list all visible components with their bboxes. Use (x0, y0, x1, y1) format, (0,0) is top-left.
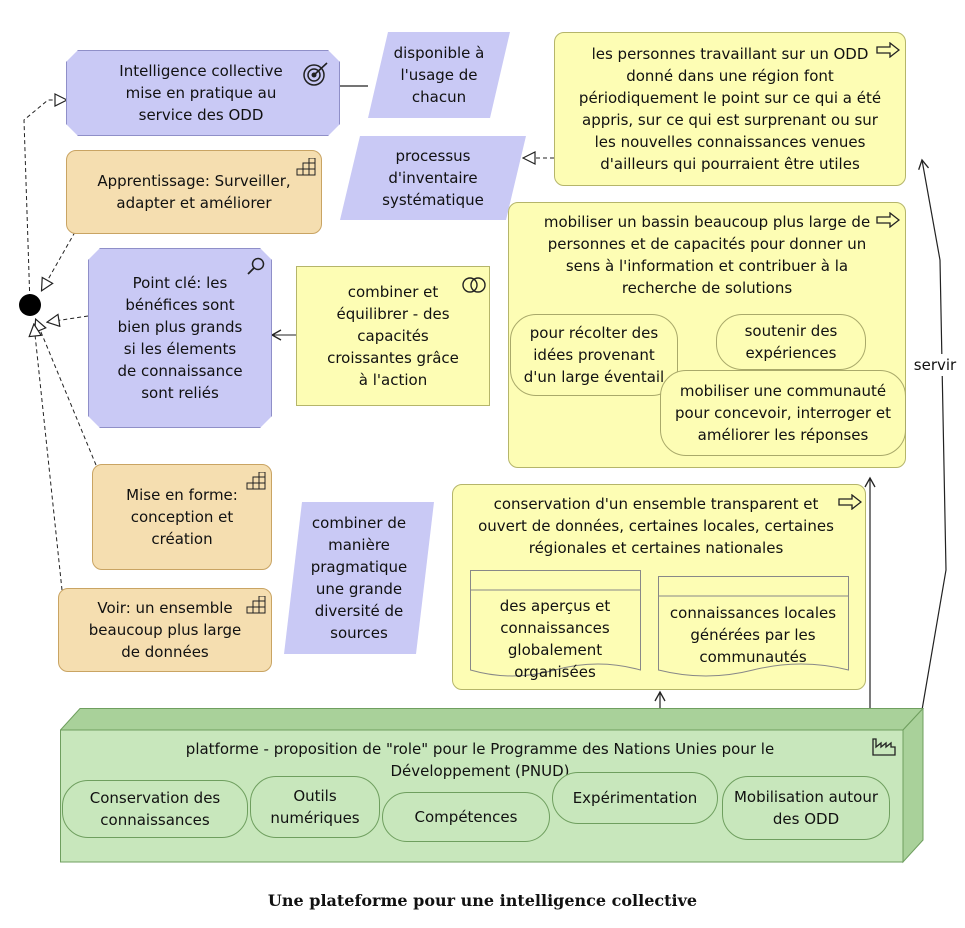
outcome-inventory: processus d'inventaire systématique (340, 136, 526, 220)
figure-caption: Une plateforme pour une intelligence col… (267, 891, 698, 910)
service-experimentation-label: Expérimentation (572, 789, 698, 807)
capability-see-label: Voir: un ensemble beaucoup plus large de… (88, 599, 242, 661)
realization-shaping (36, 320, 97, 466)
platform-label: platforme - proposition de "role" pour l… (130, 738, 830, 782)
process-arrow-icon (838, 494, 862, 510)
realization-to-goal (23, 100, 66, 306)
document-global-insights: des aperçus et connaissances globalement… (472, 592, 638, 686)
process-mobilise-label: mobiliser un bassin beaucoup plus large … (543, 213, 871, 297)
document-local-knowledge: connaissances locales générées par les c… (660, 598, 846, 672)
outcome-inventory-label: processus d'inventaire systématique (382, 147, 484, 209)
realization-principle (48, 316, 89, 322)
outcome-available-label: disponible à l'usage de chacun (393, 44, 485, 106)
service-knowledge-conservation-label: Conservation des connaissances (89, 789, 221, 829)
magnifier-icon (247, 257, 265, 275)
factory-icon (872, 738, 896, 756)
goal-label: Intelligence collective mise en pratique… (119, 62, 283, 124)
document-global-insights-label: des aperçus et connaissances globalement… (499, 597, 611, 681)
capability-icon (246, 472, 266, 490)
realization-learning (42, 231, 76, 290)
document-local-knowledge-label: connaissances locales générées par les c… (669, 604, 837, 666)
platform-label-text: platforme - proposition de "role" pour l… (185, 740, 775, 780)
service-digital-tools: Outils numériques (250, 776, 380, 838)
goal-collective-intelligence: Intelligence collective mise en pratique… (66, 50, 340, 136)
service-sdg-mobilisation-label: Mobilisation autour des ODD (733, 788, 879, 828)
outcome-pragmatic-label: combiner de manière pragmatique une gran… (310, 514, 408, 642)
outcome-available: disponible à l'usage de chacun (368, 32, 510, 118)
principle-key-point: Point clé: les bénéfices sont bien plus … (88, 248, 272, 428)
service-experimentation: Expérimentation (552, 772, 718, 824)
process-conservation-label: conservation d'un ensemble transparent e… (478, 495, 834, 557)
combine-balance-interaction: combiner et équilibrer - des capacités c… (296, 266, 490, 406)
capability-see: Voir: un ensemble beaucoup plus large de… (58, 588, 272, 672)
service-support-experiments: soutenir des expériences (716, 314, 866, 370)
capability-icon (246, 596, 266, 614)
combine-balance-label: combiner et équilibrer - des capacités c… (327, 283, 459, 389)
process-people-label: les personnes travaillant sur un ODD don… (578, 45, 882, 173)
serving-platform-people (918, 158, 947, 711)
capability-shaping-label: Mise en forme: conception et création (126, 486, 238, 548)
service-harvest-ideas: pour récolter des idées provenant d'un l… (510, 314, 678, 396)
realization-see (34, 325, 63, 591)
interaction-icon (462, 277, 486, 293)
service-skills: Compétences (382, 792, 550, 842)
service-support-experiments-label: soutenir des expériences (744, 322, 838, 362)
service-harvest-ideas-label: pour récolter des idées provenant d'un l… (523, 324, 665, 386)
junction (19, 294, 41, 316)
capability-learning: Apprentissage: Surveiller, adapter et am… (66, 150, 322, 234)
capability-icon (296, 158, 316, 176)
service-digital-tools-label: Outils numériques (270, 787, 360, 827)
process-arrow-icon (876, 212, 900, 228)
target-icon (303, 62, 328, 86)
capability-shaping: Mise en forme: conception et création (92, 464, 272, 570)
process-people-review: les personnes travaillant sur un ODD don… (554, 32, 906, 186)
document-shapes (470, 570, 849, 677)
service-knowledge-conservation: Conservation des connaissances (62, 780, 248, 838)
principle-key-label: Point clé: les bénéfices sont bien plus … (117, 274, 243, 402)
service-mobilise-community: mobiliser une communauté pour concevoir,… (660, 370, 906, 456)
service-sdg-mobilisation: Mobilisation autour des ODD (722, 776, 890, 840)
service-skills-label: Compétences (414, 808, 518, 826)
process-arrow-icon (876, 42, 900, 58)
service-mobilise-community-label: mobiliser une communauté pour concevoir,… (675, 382, 891, 444)
capability-learning-label: Apprentissage: Surveiller, adapter et am… (97, 172, 291, 212)
relation-label-servir: servir (910, 354, 960, 376)
outcome-pragmatic: combiner de manière pragmatique une gran… (284, 502, 434, 654)
